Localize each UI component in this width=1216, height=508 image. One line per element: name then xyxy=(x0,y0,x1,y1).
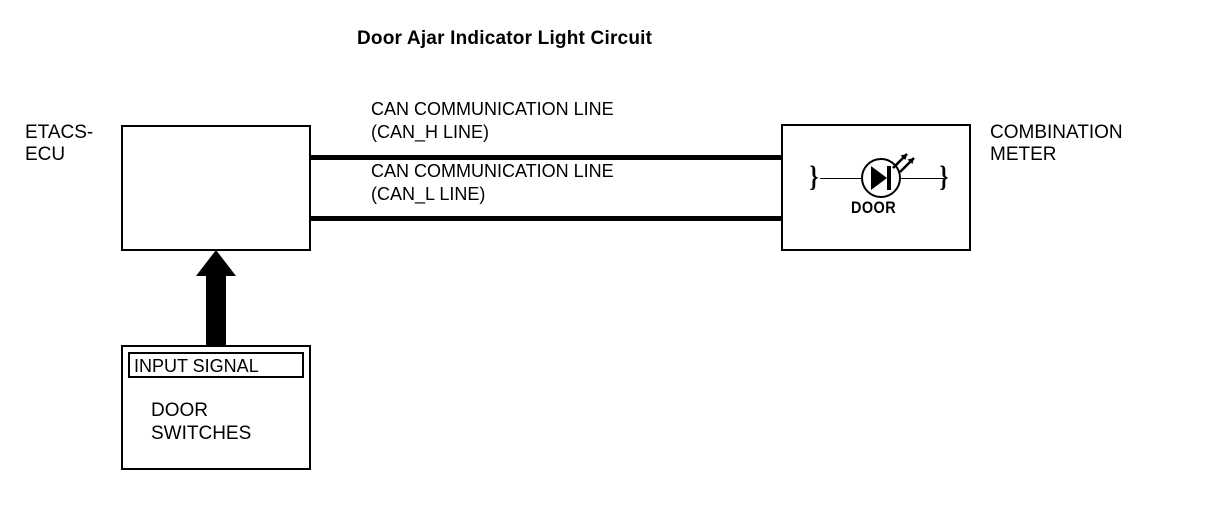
door-switches-box: INPUT SIGNAL DOOR SWITCHES xyxy=(121,345,311,470)
led-lamp-icon xyxy=(857,153,915,202)
can-l-line xyxy=(309,216,783,221)
combination-meter-box: } } DOOR xyxy=(781,124,971,251)
can-h-line xyxy=(309,155,783,160)
combination-meter-label: COMBINATION METER xyxy=(990,122,1123,165)
etacs-ecu-box xyxy=(121,125,311,251)
wire-break-left-icon: } xyxy=(809,160,819,193)
door-switches-label: DOOR SWITCHES xyxy=(151,400,252,444)
door-indicator-label: DOOR xyxy=(851,198,897,217)
led-diode-triangle-icon xyxy=(871,166,887,190)
led-light-rays-icon xyxy=(892,153,915,173)
wire-break-right-icon: } xyxy=(939,160,949,193)
input-signal-header: INPUT SIGNAL xyxy=(128,352,304,378)
can-l-line-label: CAN COMMUNICATION LINE (CAN_L LINE) xyxy=(371,161,614,204)
can-h-line-label: CAN COMMUNICATION LINE (CAN_H LINE) xyxy=(371,99,614,142)
input-signal-arrow-icon xyxy=(196,250,236,350)
input-signal-label: INPUT SIGNAL xyxy=(134,356,259,376)
etacs-ecu-label: ETACS- ECU xyxy=(25,122,94,165)
page-title: Door Ajar Indicator Light Circuit xyxy=(357,28,653,49)
led-diode-bar-icon xyxy=(887,166,891,190)
